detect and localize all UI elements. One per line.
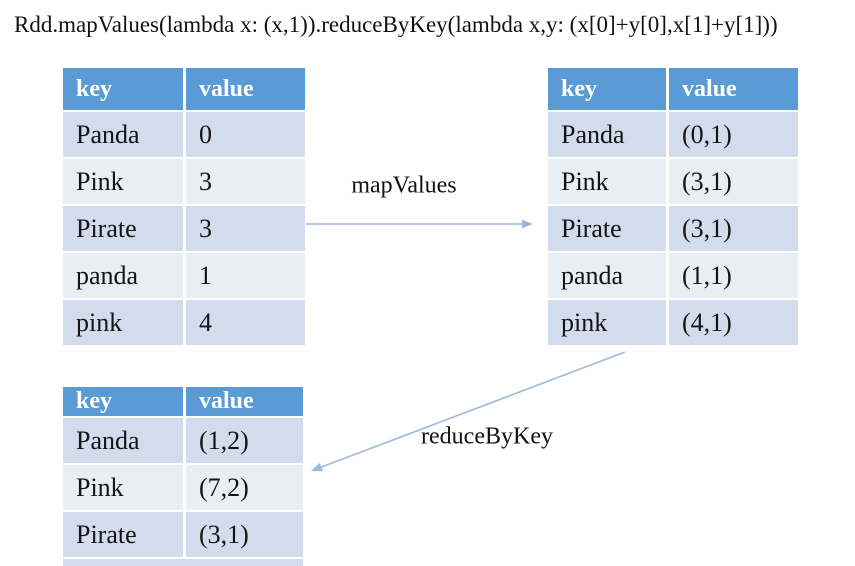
- cutoff-partial-row: [63, 559, 303, 566]
- table-row: Pink(7,2): [63, 465, 303, 510]
- data-cell: (4,1): [669, 300, 798, 345]
- table-row: Pirate(3,1): [63, 512, 303, 557]
- table-row: Pink(3,1): [548, 159, 798, 204]
- reducebykey-arrow-head: [311, 462, 323, 472]
- data-cell: Pink: [548, 159, 666, 204]
- data-cell: (3,1): [186, 512, 303, 557]
- data-cell: panda: [548, 253, 666, 298]
- data-cell: (1,2): [186, 418, 303, 463]
- table-row: pink(4,1): [548, 300, 798, 345]
- reducebykey-arrow-label: reduceByKey: [421, 423, 553, 450]
- data-cell: Panda: [63, 418, 183, 463]
- mapvalues-arrow-head: [522, 219, 533, 229]
- data-cell: panda: [63, 253, 183, 298]
- data-cell: (7,2): [186, 465, 303, 510]
- data-cell: (3,1): [669, 206, 798, 251]
- data-cell: Panda: [548, 112, 666, 157]
- data-cell: 3: [186, 206, 305, 251]
- mapvalues-arrow-label: mapValues: [351, 172, 457, 199]
- data-cell: pink: [548, 300, 666, 345]
- data-cell: Pirate: [63, 206, 183, 251]
- header-cell: value: [669, 68, 798, 110]
- data-cell: Pink: [63, 159, 183, 204]
- data-cell: pink: [63, 300, 183, 345]
- title-code-line: Rdd.mapValues(lambda x: (x,1)).reduceByK…: [14, 12, 778, 37]
- table-row: Pirate(3,1): [548, 206, 798, 251]
- data-cell: (1,1): [669, 253, 798, 298]
- header-cell: key: [63, 387, 183, 416]
- header-cell: key: [548, 68, 666, 110]
- table-row: panda(1,1): [548, 253, 798, 298]
- reducebykey-arrow: [318, 351, 626, 469]
- table-row: Panda(1,2): [63, 418, 303, 463]
- data-cell: (3,1): [669, 159, 798, 204]
- data-cell: Pirate: [63, 512, 183, 557]
- data-cell: 0: [186, 112, 305, 157]
- data-cell: Panda: [63, 112, 183, 157]
- data-cell: 1: [186, 253, 305, 298]
- data-cell: 3: [186, 159, 305, 204]
- header-cell: value: [186, 68, 305, 110]
- data-cell: Pink: [63, 465, 183, 510]
- data-cell: 4: [186, 300, 305, 345]
- header-cell: value: [186, 387, 303, 416]
- table-row: Panda(0,1): [548, 112, 798, 157]
- header-cell: key: [63, 68, 183, 110]
- data-cell: (0,1): [669, 112, 798, 157]
- data-cell: Pirate: [548, 206, 666, 251]
